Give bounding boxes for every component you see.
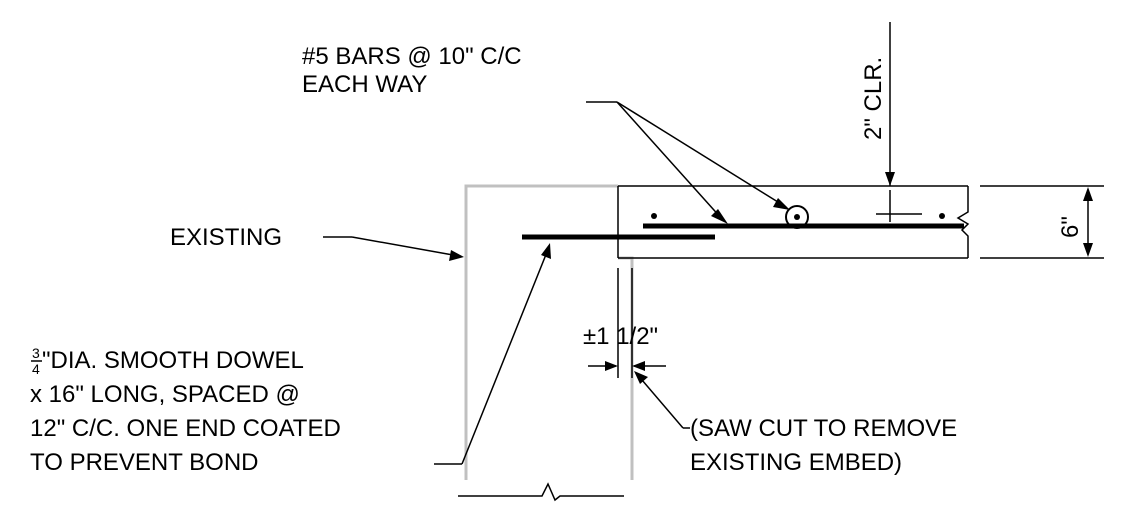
sawcut-note-line2: EXISTING EMBED) <box>690 449 902 476</box>
existing-leader-arrow <box>449 250 464 261</box>
rebar-note-line1: #5 BARS @ 10" C/C <box>302 43 522 70</box>
dowel-fraction-num: 3 <box>32 345 40 361</box>
existing-leader <box>351 236 454 256</box>
existing-label: EXISTING <box>170 224 282 251</box>
dowel-note-line3: 12" C/C. ONE END COATED <box>30 415 341 442</box>
dowel-note-line4: TO PREVENT BOND <box>30 449 259 476</box>
rebar-section-center <box>794 214 800 220</box>
sawcut-note-line1: (SAW CUT TO REMOVE <box>690 415 957 442</box>
dowel-note-line2: x 16" LONG, SPACED @ <box>30 381 300 408</box>
thickness-label: 6" <box>1057 216 1084 238</box>
thickness-arrow-bottom <box>1083 243 1093 257</box>
existing-outline-left <box>464 184 618 480</box>
thickness-arrow-top <box>1083 187 1093 201</box>
rebar-section-circle <box>785 205 809 229</box>
sawcut-arrow-right <box>632 361 645 371</box>
clear-cover-label: 2" CLR. <box>860 57 887 140</box>
dowel-fraction-den: 4 <box>32 361 40 377</box>
rebar-leader-1 <box>616 101 723 220</box>
dowel-leader-arrow <box>541 243 551 259</box>
bottom-break-line <box>458 482 624 502</box>
sawcut-leader-arrow <box>634 371 648 384</box>
slab-break-line <box>956 186 970 258</box>
sawcut-arrow-left <box>605 361 618 371</box>
dowel-leader <box>461 251 548 465</box>
rebar-note-line2: EACH WAY <box>302 71 427 98</box>
rebar-dot-left <box>651 213 657 219</box>
sawcut-leader <box>641 379 684 429</box>
rebar-leader-1-arrow <box>711 209 728 224</box>
sawcut-dimension-label: ±1 1/2" <box>583 323 658 350</box>
rebar-leader-2-arrow <box>773 198 790 210</box>
clear-cover-arrowhead <box>885 172 895 186</box>
dowel-note-line1: "DIA. SMOOTH DOWEL <box>42 347 304 374</box>
rebar-dot-right <box>939 213 945 219</box>
rebar-leader-2 <box>616 101 787 208</box>
existing-outline-right <box>618 256 634 480</box>
